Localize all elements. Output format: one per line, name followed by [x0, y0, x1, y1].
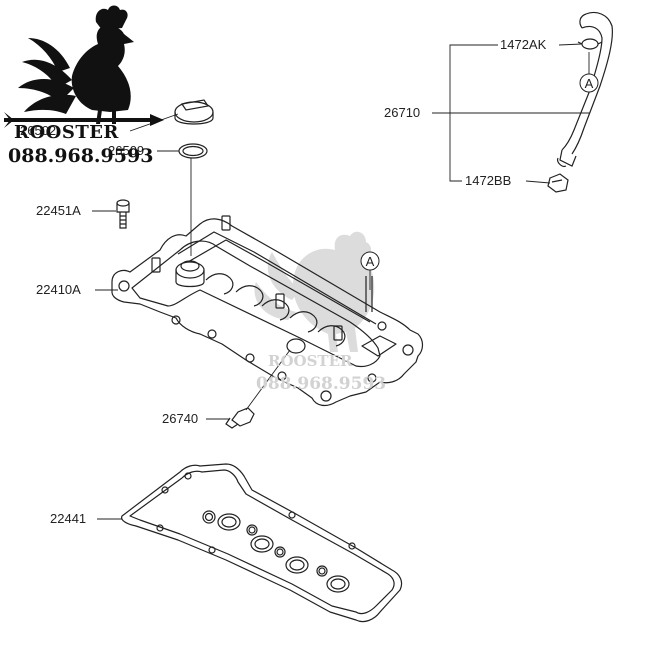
filler-cap-gasket-drawing — [178, 143, 208, 159]
callout-a-cover: A — [360, 251, 380, 271]
part-label-26502: 26502 — [20, 123, 57, 138]
logo-phone: 088.968.9593 — [8, 145, 154, 167]
part-label-22451A: 22451A — [36, 203, 81, 218]
svg-text:A: A — [366, 254, 375, 269]
part-label-1472AK: 1472AK — [500, 37, 547, 52]
ventilation-hose-drawing — [557, 11, 613, 167]
watermark-brand-name: ROOSTER — [268, 352, 353, 370]
oil-filler-cap-drawing — [174, 99, 214, 125]
rocker-cover-gasket-drawing — [121, 463, 403, 623]
part-label-1472BB: 1472BB — [465, 173, 512, 188]
watermark-phone: 088.968.9593 — [256, 374, 387, 394]
hose-clip-drawing — [547, 173, 569, 193]
pcv-valve-drawing — [225, 407, 255, 429]
part-label-26710: 26710 — [384, 105, 421, 120]
part-label-26509: 26509 — [108, 143, 145, 158]
part-label-26740: 26740 — [162, 411, 199, 426]
logo-rooster-icon — [4, 5, 164, 128]
part-label-22410A: 22410A — [36, 282, 81, 297]
cover-bolt-drawing — [116, 199, 130, 229]
callout-a-hose: A — [579, 73, 599, 93]
part-label-22441: 22441 — [50, 511, 87, 526]
rocker-cover-drawing — [111, 215, 424, 407]
svg-text:A: A — [585, 76, 594, 91]
watermark-rooster-icon — [254, 231, 375, 352]
logo-brand-name: ROOSTER — [14, 122, 119, 143]
